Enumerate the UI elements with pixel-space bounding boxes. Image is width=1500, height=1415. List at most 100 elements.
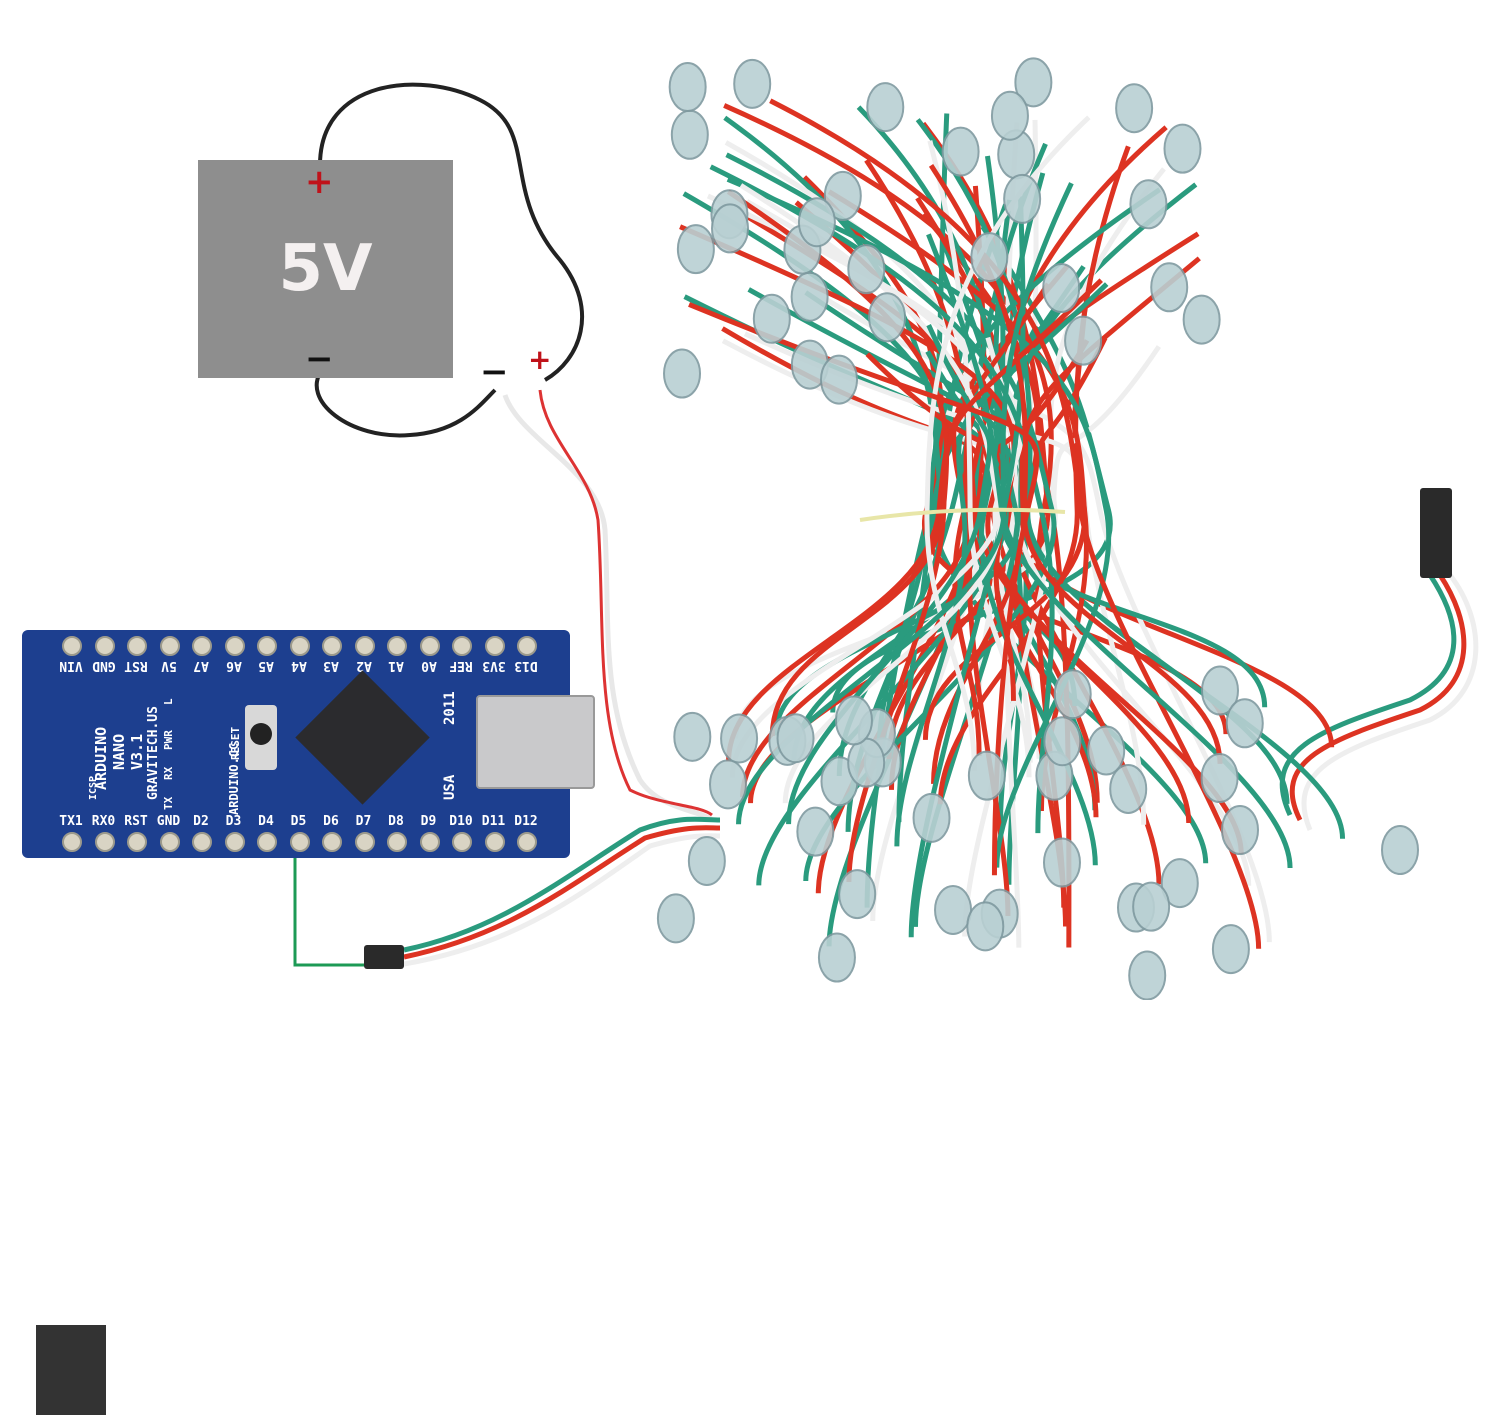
- pin-tx1: [62, 832, 82, 852]
- led-pixel: [733, 58, 772, 109]
- pin-d5: [289, 832, 310, 852]
- led-pixel: [1129, 179, 1168, 230]
- pin-a5: [257, 636, 277, 656]
- led-pixel: [1163, 123, 1202, 174]
- pin-rst: [127, 832, 147, 852]
- led-pixel: [1160, 858, 1199, 909]
- pin-label: D7: [355, 814, 372, 829]
- led-pixel: [1115, 83, 1154, 134]
- led-pixel: [708, 759, 747, 810]
- pin-vin: [62, 636, 82, 656]
- strip-output-lead-green: [1279, 573, 1457, 817]
- pin-gnd: [94, 636, 115, 656]
- led-pixel: [1042, 263, 1081, 314]
- cable-tie: [859, 507, 1066, 522]
- led-pixel: [934, 884, 973, 935]
- pin-label: A0: [420, 658, 437, 673]
- pin-d3: [224, 832, 245, 852]
- strip-wire: [926, 233, 1293, 869]
- psu-positive-wire: [318, 82, 585, 382]
- led-pixel: [790, 271, 829, 322]
- led-pixel: [868, 292, 907, 343]
- pin-label: D13: [514, 658, 538, 673]
- strip-wire: [688, 302, 1040, 876]
- led-pixel: [967, 750, 1006, 801]
- led-pixel: [990, 90, 1029, 141]
- year-label: 2011: [442, 691, 458, 725]
- pin-label: A7: [193, 658, 209, 673]
- led-pixel: [823, 170, 862, 221]
- pin-label: RX0: [91, 814, 116, 829]
- led-pixel: [847, 244, 886, 295]
- pin-label: VIN: [59, 658, 83, 673]
- pin-d10: [452, 832, 472, 852]
- led-pixel: [673, 711, 712, 762]
- pin-label: A6: [225, 658, 242, 673]
- board-name-line2: NANO: [110, 733, 128, 770]
- led-label-rx: RX: [162, 766, 175, 780]
- pin-d2: [192, 832, 212, 852]
- pin-label: D11: [481, 814, 506, 829]
- mini-usb-port: [476, 695, 595, 789]
- strip-input-lead-white: [403, 833, 721, 967]
- pin-d9: [419, 832, 440, 852]
- reset-button[interactable]: [245, 705, 277, 770]
- led-pixel: [838, 869, 877, 920]
- led-strip-bundle: [656, 57, 1419, 1000]
- led-pixel: [1128, 950, 1167, 1000]
- led-pixel: [670, 109, 709, 160]
- led-pixel: [676, 224, 715, 275]
- pin-label: A1: [388, 658, 404, 673]
- pin-label: 3V3: [481, 658, 506, 673]
- pin-label: 5V: [160, 658, 177, 673]
- led-pixel: [1225, 698, 1264, 749]
- led-pixel: [1064, 315, 1103, 366]
- strip-positive-lead: [538, 389, 713, 817]
- pin-label: D8: [388, 814, 404, 829]
- led-pixel: [1132, 881, 1171, 932]
- pin-label: D6: [323, 814, 339, 829]
- led-pixel: [1211, 924, 1250, 975]
- pin-label: GND: [156, 814, 181, 829]
- pin-label: D12: [514, 814, 538, 829]
- led-pixel: [1042, 837, 1081, 888]
- strip-wire: [769, 98, 1262, 949]
- pin-gnd: [159, 832, 180, 852]
- pin-d7: [354, 832, 375, 852]
- led-pixel: [1182, 294, 1221, 345]
- pin-label: RST: [124, 658, 148, 673]
- led-label-l: L: [162, 698, 175, 705]
- led-pixel: [1043, 716, 1082, 767]
- pin-label: D3: [225, 814, 242, 829]
- psu-plus-sign: +: [305, 162, 334, 202]
- pin-label: D9: [420, 814, 437, 829]
- psu-minus-sign: −: [305, 339, 334, 379]
- pin-a3: [322, 636, 342, 656]
- pin-a4: [289, 636, 310, 656]
- led-pixel: [1087, 725, 1126, 776]
- strip-input-connector: [364, 945, 404, 969]
- strip-input-lead-green: [403, 816, 721, 953]
- pin-label: A4: [290, 658, 307, 673]
- strip-input-lead-red: [403, 825, 721, 960]
- led-pixel: [966, 901, 1005, 952]
- board-name-line1: ARDUINO: [92, 726, 110, 790]
- led-pixel: [687, 835, 726, 886]
- data-wire: [293, 858, 366, 967]
- led-label-tx: TX: [162, 796, 175, 810]
- led-pixel: [941, 126, 980, 177]
- pin-rst: [127, 636, 147, 656]
- strip-wire: [709, 164, 1055, 834]
- pin-d8: [387, 832, 407, 852]
- board-name-line3: V3.1: [128, 733, 146, 770]
- icsp-header: [36, 1325, 106, 1415]
- led-pixel: [656, 893, 695, 944]
- board-brand: GRAVITECH.US: [146, 706, 161, 800]
- pin-label: D5: [290, 814, 307, 829]
- strip-output-lead-white: [1301, 573, 1479, 831]
- led-label-pwr: PWR: [162, 730, 175, 750]
- led-pixel: [752, 293, 791, 344]
- led-pixel: [1200, 753, 1239, 804]
- wiring-layer: [293, 57, 1479, 1000]
- led-pixel: [1221, 805, 1259, 855]
